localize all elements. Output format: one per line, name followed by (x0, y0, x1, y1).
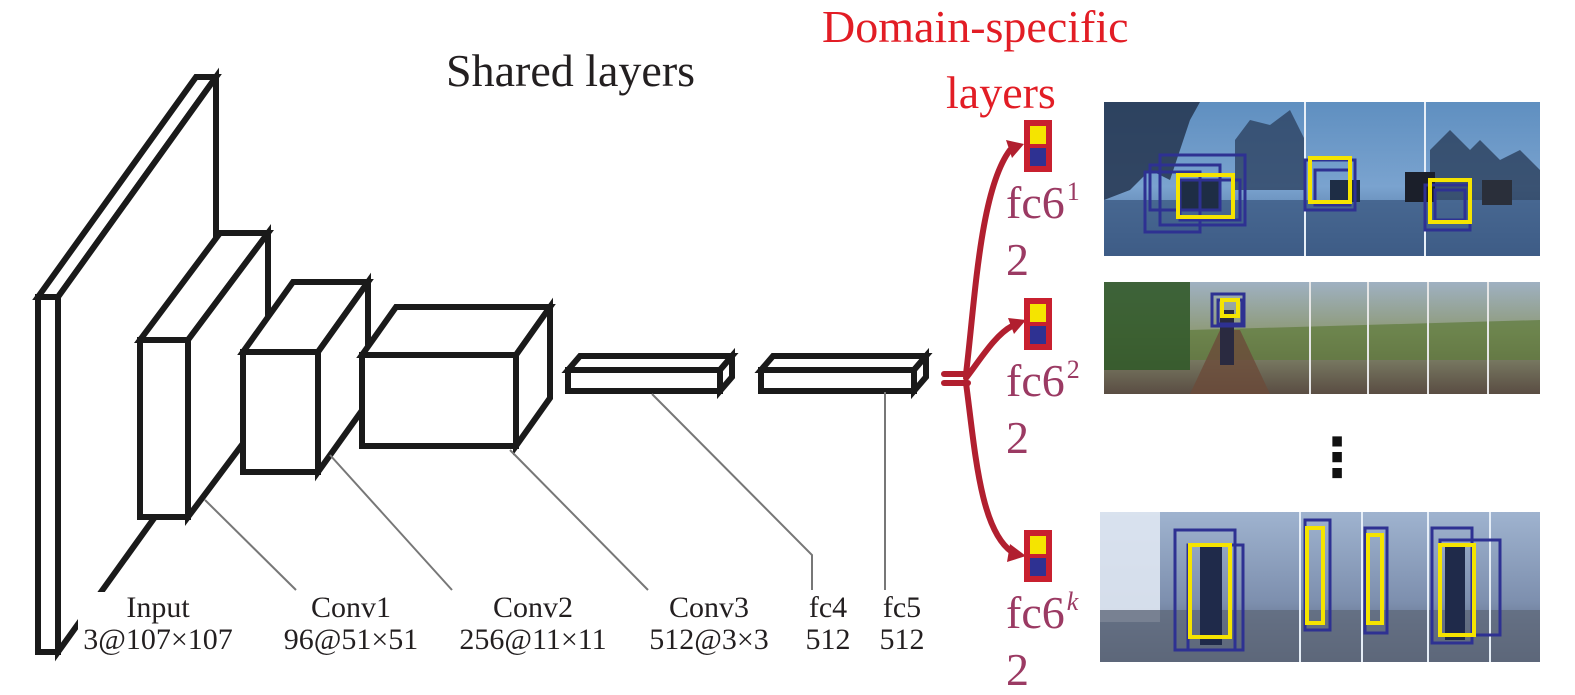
layer-name: fc4 (808, 591, 848, 624)
branch-base: fc6 (1006, 587, 1065, 638)
layer-name: Conv3 (668, 591, 749, 624)
conv3-layer-block (356, 297, 556, 456)
branch-arrows (941, 147, 1015, 555)
branch-base: fc6 (1006, 177, 1065, 228)
layer-label-fc4: fc4 512 (796, 592, 860, 656)
layer-name: fc5 (882, 591, 922, 624)
layer-name: Input (126, 591, 190, 624)
branch-label-fc6-1: fc61 2 (1006, 177, 1080, 285)
fc6-2-box (1024, 298, 1052, 350)
frames-domain-1 (1104, 102, 1540, 256)
layer-name: Conv1 (310, 591, 391, 624)
shared-layers-title: Shared layers (446, 45, 696, 96)
vertical-ellipsis: ⋮ (1310, 426, 1364, 489)
layer-dims: 3@107×107 (83, 623, 233, 656)
branch-size: 2 (1006, 644, 1029, 695)
domain-specific-title-line1: Domain-specific (822, 1, 1129, 52)
branch-size: 2 (1006, 234, 1029, 285)
leader-lines (204, 392, 886, 591)
layer-label-fc5: fc5 512 (870, 592, 934, 656)
branch-arrowheads (1006, 140, 1026, 562)
branch-superscript: 2 (1066, 355, 1080, 384)
branch-label-fc6-2: fc62 2 (1006, 355, 1080, 463)
layer-dims: 512@3×3 (649, 623, 769, 656)
layer-label-conv1: Conv1 96@51×51 (276, 592, 426, 656)
layer-dims: 512 (879, 623, 925, 656)
layer-dims: 512 (805, 623, 851, 656)
branch-superscript: 1 (1066, 177, 1080, 206)
branch-base: fc6 (1006, 355, 1065, 406)
layer-label-input: Input 3@107×107 (78, 592, 238, 656)
fc6-1-box (1024, 120, 1052, 172)
domain-specific-title-line2: layers (946, 67, 1056, 118)
frames-domain-k (1100, 512, 1540, 662)
layer-label-conv2: Conv2 256@11×11 (448, 592, 618, 656)
fc5-layer-block (754, 347, 933, 400)
branch-label-fc6-k: fc6k 2 (1006, 587, 1079, 695)
conv2-layer-block (237, 272, 374, 482)
fc6-k-box (1024, 530, 1052, 582)
layer-name: Conv2 (492, 591, 573, 624)
frames-domain-2 (1104, 282, 1540, 394)
layer-dims: 256@11×11 (459, 623, 607, 656)
branch-size: 2 (1006, 412, 1029, 463)
layer-dims: 96@51×51 (283, 623, 419, 656)
branch-superscript: k (1066, 587, 1079, 616)
layer-label-conv3: Conv3 512@3×3 (630, 592, 788, 656)
fc4-layer-block (561, 347, 739, 400)
